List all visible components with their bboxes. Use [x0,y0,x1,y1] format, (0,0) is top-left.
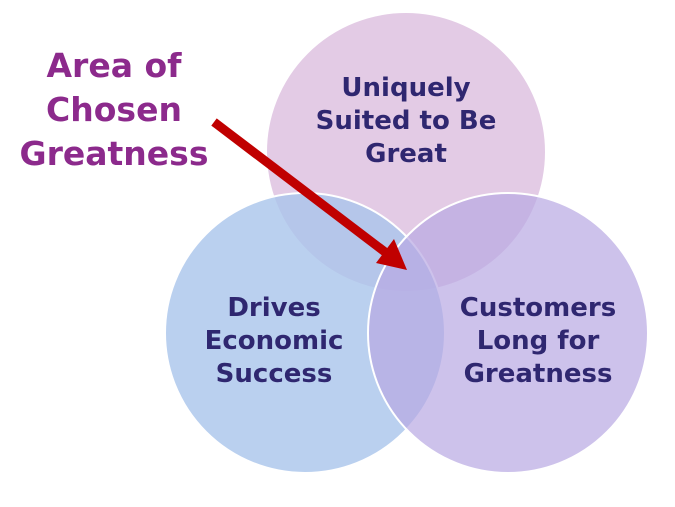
circle-customers-long-for-greatness [367,192,649,474]
label-line: Economic [204,326,344,356]
label-line: Long for [476,326,600,356]
label-line: Uniquely [341,73,471,103]
callout-area-of-chosen-greatness: Area of Chosen Greatness [14,44,214,176]
callout-line: Greatness [19,134,209,173]
label-customers-long-for-greatness: Customers Long for Greatness [428,292,648,391]
callout-line: Area of [46,46,182,85]
label-line: Greatness [463,359,613,389]
label-line: Success [215,359,333,389]
arrow [211,118,407,270]
callout-line: Chosen [46,90,182,129]
label-line: Customers [459,293,617,323]
label-line: Suited to Be [315,106,497,136]
label-drives-economic-success: Drives Economic Success [174,292,374,391]
label-line: Great [365,139,447,169]
label-line: Drives [227,293,321,323]
label-uniquely-suited: Uniquely Suited to Be Great [296,72,516,171]
